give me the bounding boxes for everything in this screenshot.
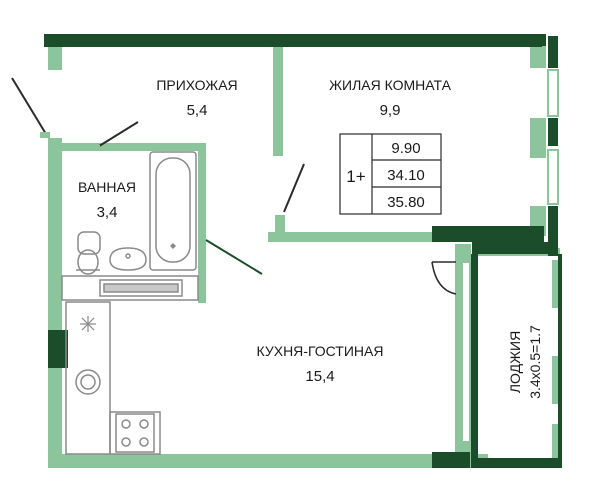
total-area-value: 34.10: [387, 167, 425, 184]
kitchen-counter: [65, 301, 161, 455]
entrance-door: [11, 77, 139, 151]
bath-ledge: [61, 275, 199, 301]
living-name: ЖИЛАЯ КОМНАТА: [329, 77, 452, 93]
living-area: 9,9: [380, 102, 401, 119]
hallway-area: 5,4: [187, 102, 208, 119]
kitchen-area: 15,4: [305, 368, 334, 385]
stove-icon: [115, 413, 155, 453]
area-summary: 1+ 9.90 34.10 35.80: [339, 133, 442, 215]
total-with-loggia-value: 35.80: [387, 194, 425, 211]
washing-machine-icon: [75, 369, 101, 395]
toilet-icon: [76, 231, 101, 275]
sink-icon: [109, 247, 147, 271]
living-area-value: 9.90: [391, 140, 420, 157]
bathroom-door: [205, 239, 263, 275]
windows: [461, 69, 559, 443]
dark-walls: [44, 34, 562, 468]
living-door: [283, 163, 305, 213]
bathtub-icon: [149, 151, 197, 271]
bathroom-area: 3,4: [97, 204, 118, 221]
rooms-count-label: 1+: [346, 167, 365, 186]
light-walls: [48, 46, 560, 468]
loggia-name: ЛОДЖИЯ: [507, 331, 523, 393]
kitchen-name: КУХНЯ-ГОСТИНАЯ: [257, 343, 384, 359]
bathroom-name: ВАННАЯ: [78, 179, 136, 195]
loggia-door: [431, 261, 457, 295]
hallway-name: ПРИХОЖАЯ: [156, 77, 237, 93]
loggia-formula: 3.4x0.5=1.7: [527, 325, 543, 399]
snowflake-icon: [80, 316, 96, 332]
